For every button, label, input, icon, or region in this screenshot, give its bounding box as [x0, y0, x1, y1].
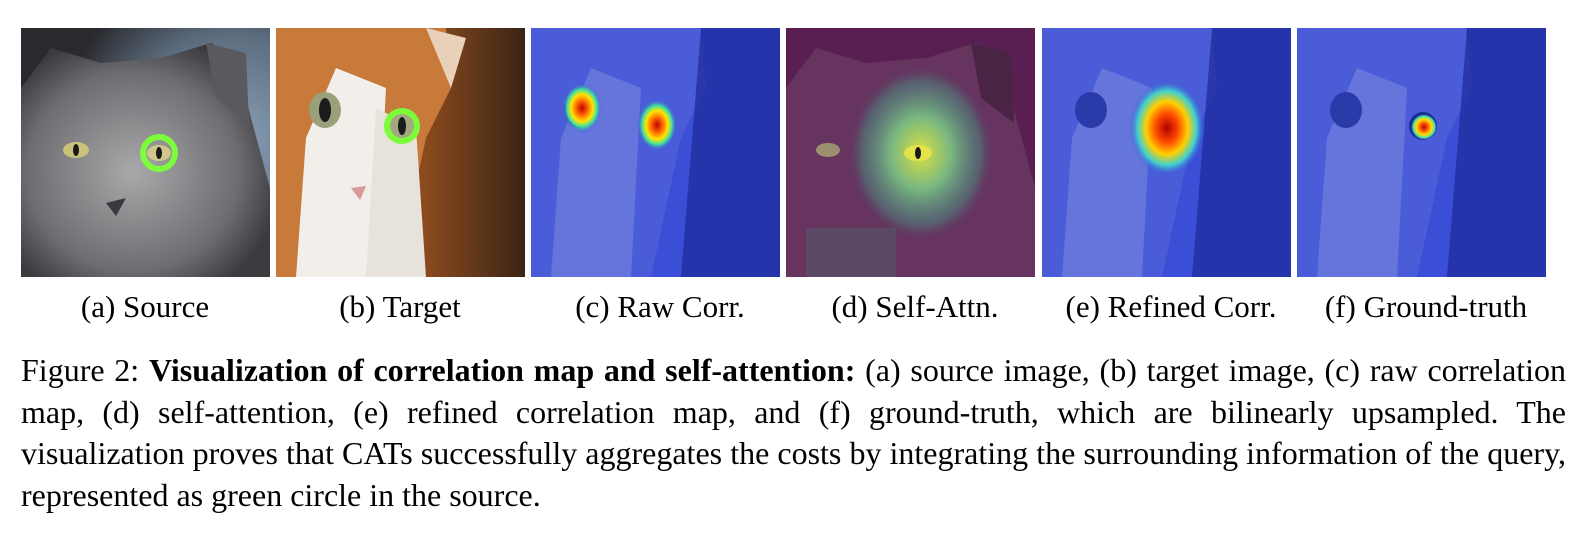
self-attention-map — [786, 28, 1035, 277]
refined-correlation-map — [1042, 28, 1291, 277]
caption-ground-truth: (f) Ground-truth — [1324, 289, 1528, 324]
figure-body: (a) source image, (b) target image, (c) … — [21, 352, 1567, 513]
ground-truth-map — [1297, 28, 1546, 277]
figure-panels: (a) Source (b) Target (c) Raw Corr. (d) … — [21, 28, 1546, 324]
figure-caption: Figure 2: Visualization of correlation m… — [21, 350, 1566, 516]
figure-title: Visualization of correlation map and sel… — [148, 352, 856, 388]
raw-correlation-map — [531, 28, 780, 277]
caption-refined-corr: (e) Refined Corr. — [1065, 289, 1277, 324]
caption-raw-corr: (c) Raw Corr. — [575, 289, 745, 324]
target-marker-circle — [384, 108, 420, 144]
caption-self-attn: (d) Self-Attn. — [831, 289, 999, 324]
source-image — [21, 28, 270, 277]
figure-label: Figure 2: — [21, 352, 140, 388]
target-image — [276, 28, 525, 277]
caption-source: (a) Source — [80, 289, 210, 324]
caption-target: (b) Target — [339, 289, 461, 324]
query-marker-circle — [140, 134, 178, 172]
